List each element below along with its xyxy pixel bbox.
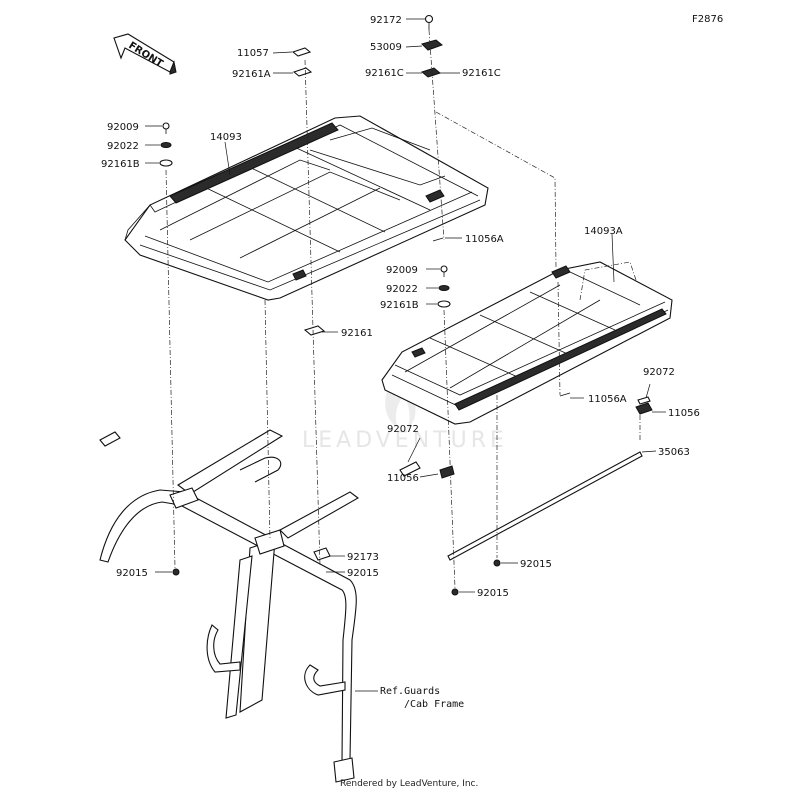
cab-frame <box>99 429 359 783</box>
label-11056-a: 11056 <box>668 408 700 419</box>
diagram-id: F2876 <box>692 14 723 25</box>
bolt-92172 <box>424 14 434 24</box>
roof-panel-rear <box>381 261 673 425</box>
label-92015-a: 92015 <box>116 568 148 579</box>
label-92015-b: 92015 <box>347 568 379 579</box>
label-ref-cab-frame: /Cab Frame <box>404 699 464 710</box>
credit-text: Rendered by LeadVenture, Inc. <box>340 779 478 789</box>
seal-35063 <box>447 451 643 561</box>
clip-11056 <box>635 402 653 415</box>
label-14093: 14093 <box>210 132 242 143</box>
spacer-92161B <box>159 159 173 167</box>
label-92161c-left: 92161C <box>365 68 404 79</box>
label-11056-b: 11056 <box>387 473 419 484</box>
label-ref-guards: Ref.Guards <box>380 686 440 697</box>
nut-92015-a <box>172 568 180 576</box>
bracket-53009 <box>421 39 443 51</box>
label-92015-d: 92015 <box>477 588 509 599</box>
label-53009: 53009 <box>370 42 402 53</box>
block-11057 <box>291 47 312 57</box>
roof-panel-front <box>124 115 489 301</box>
label-92172: 92172 <box>370 15 402 26</box>
clip-92072 <box>399 461 421 477</box>
label-92161b-b: 92161B <box>380 300 419 311</box>
watermark-text: LEADVENTURE <box>302 428 508 453</box>
label-92161: 92161 <box>341 328 373 339</box>
spacer-92161A <box>292 67 313 77</box>
bolt-92009-b <box>440 265 448 273</box>
clamp-92173 <box>313 547 331 561</box>
spacer-92161B-b <box>437 300 451 308</box>
nut-92015-d <box>451 588 459 596</box>
front-arrow: FRONT <box>113 33 177 75</box>
clip-11056-b <box>439 465 455 479</box>
spacer-92161C <box>420 67 442 78</box>
centre-lines <box>165 29 641 589</box>
hardware-stack-top <box>159 14 653 479</box>
label-92009-b: 92009 <box>386 265 418 276</box>
label-35063: 35063 <box>658 447 690 458</box>
label-14093a: 14093A <box>584 226 623 237</box>
label-92161a: 92161A <box>232 69 271 80</box>
washer-92022-b <box>438 285 450 291</box>
washer-92022 <box>160 142 172 148</box>
label-11056a-a: 11056A <box>465 234 504 245</box>
label-92022-b: 92022 <box>386 284 418 295</box>
label-92072-a: 92072 <box>643 367 675 378</box>
bolt-92009 <box>162 122 170 130</box>
label-11057: 11057 <box>237 48 269 59</box>
label-92161c-right: 92161C <box>462 68 501 79</box>
label-11056a-b: 11056A <box>588 394 627 405</box>
label-92015-c: 92015 <box>520 559 552 570</box>
label-92022-a: 92022 <box>107 141 139 152</box>
pad-92161 <box>303 325 326 336</box>
label-92009-a: 92009 <box>107 122 139 133</box>
leader-lines <box>145 18 666 692</box>
label-92173: 92173 <box>347 552 379 563</box>
nut-92015-c <box>493 559 501 567</box>
label-92072-b: 92072 <box>387 424 419 435</box>
label-92161b-a: 92161B <box>101 159 140 170</box>
part-labels: 92172 53009 92161C 92161C 11057 92161A 9… <box>101 15 700 710</box>
